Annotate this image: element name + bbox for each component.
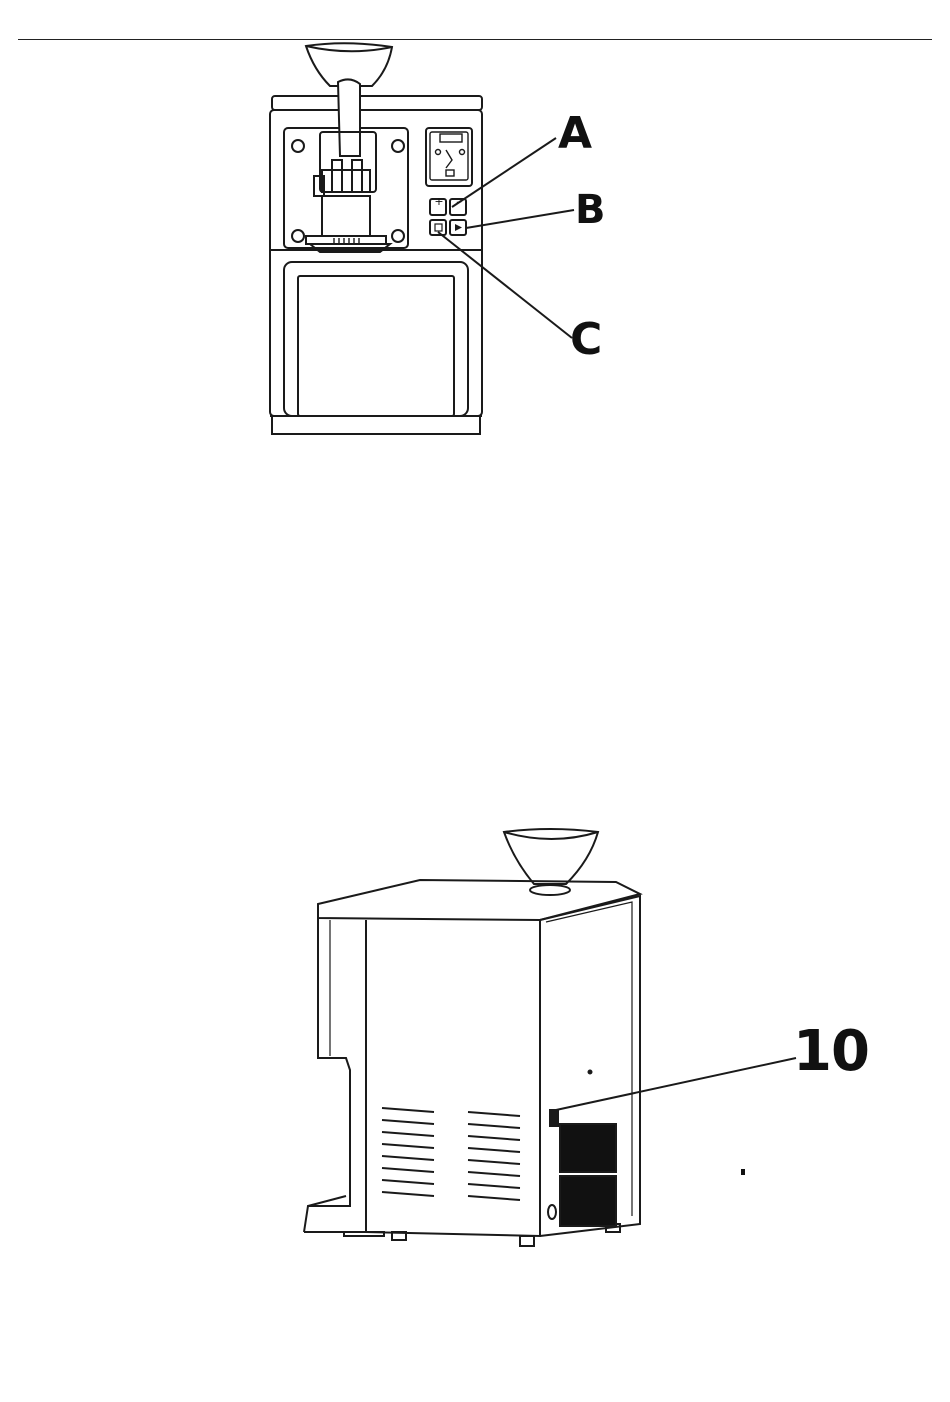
- display-panel: [426, 128, 472, 186]
- callout-a: A: [558, 112, 592, 156]
- leader-line-c: [438, 232, 572, 338]
- power-switch-icon: [550, 1110, 558, 1126]
- plus-button-label: +: [431, 196, 447, 207]
- tap-lever-icon: [338, 79, 360, 156]
- rear-grille-lower: [560, 1176, 616, 1226]
- top-surface: [318, 880, 640, 920]
- stray-mark: [741, 1169, 745, 1175]
- machine-front-view: [0, 0, 950, 460]
- callout-c: C: [570, 318, 602, 362]
- leader-line-10: [556, 1058, 796, 1110]
- lid: [272, 96, 482, 110]
- rear-grille-upper: [560, 1124, 616, 1172]
- callout-b: B: [575, 190, 606, 230]
- side-vent-right: [468, 1112, 520, 1200]
- hopper-icon: [504, 829, 598, 884]
- side-vent-left: [382, 1108, 434, 1196]
- minus-button-label: –: [451, 196, 467, 207]
- callout-10: 10: [793, 1024, 869, 1080]
